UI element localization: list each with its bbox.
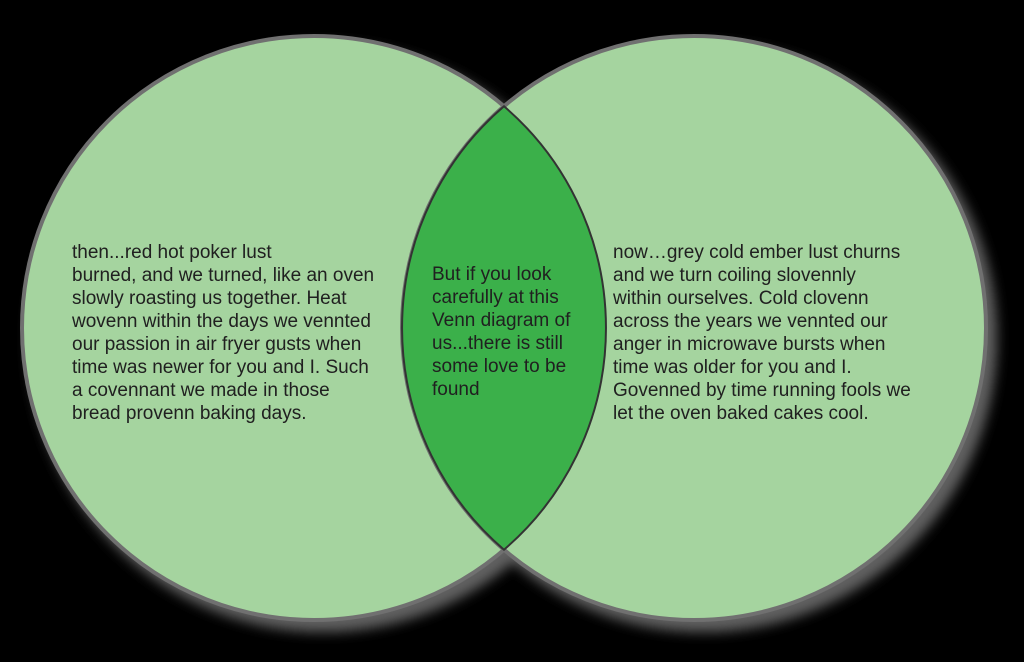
right-circle-text: now…grey cold ember lust churns and we t…	[613, 242, 911, 424]
intersection-text: But if you look carefully at this Venn d…	[432, 264, 571, 400]
intersection-region	[401, 104, 607, 552]
left-circle-text: then...red hot poker lust burned, and we…	[72, 242, 375, 424]
